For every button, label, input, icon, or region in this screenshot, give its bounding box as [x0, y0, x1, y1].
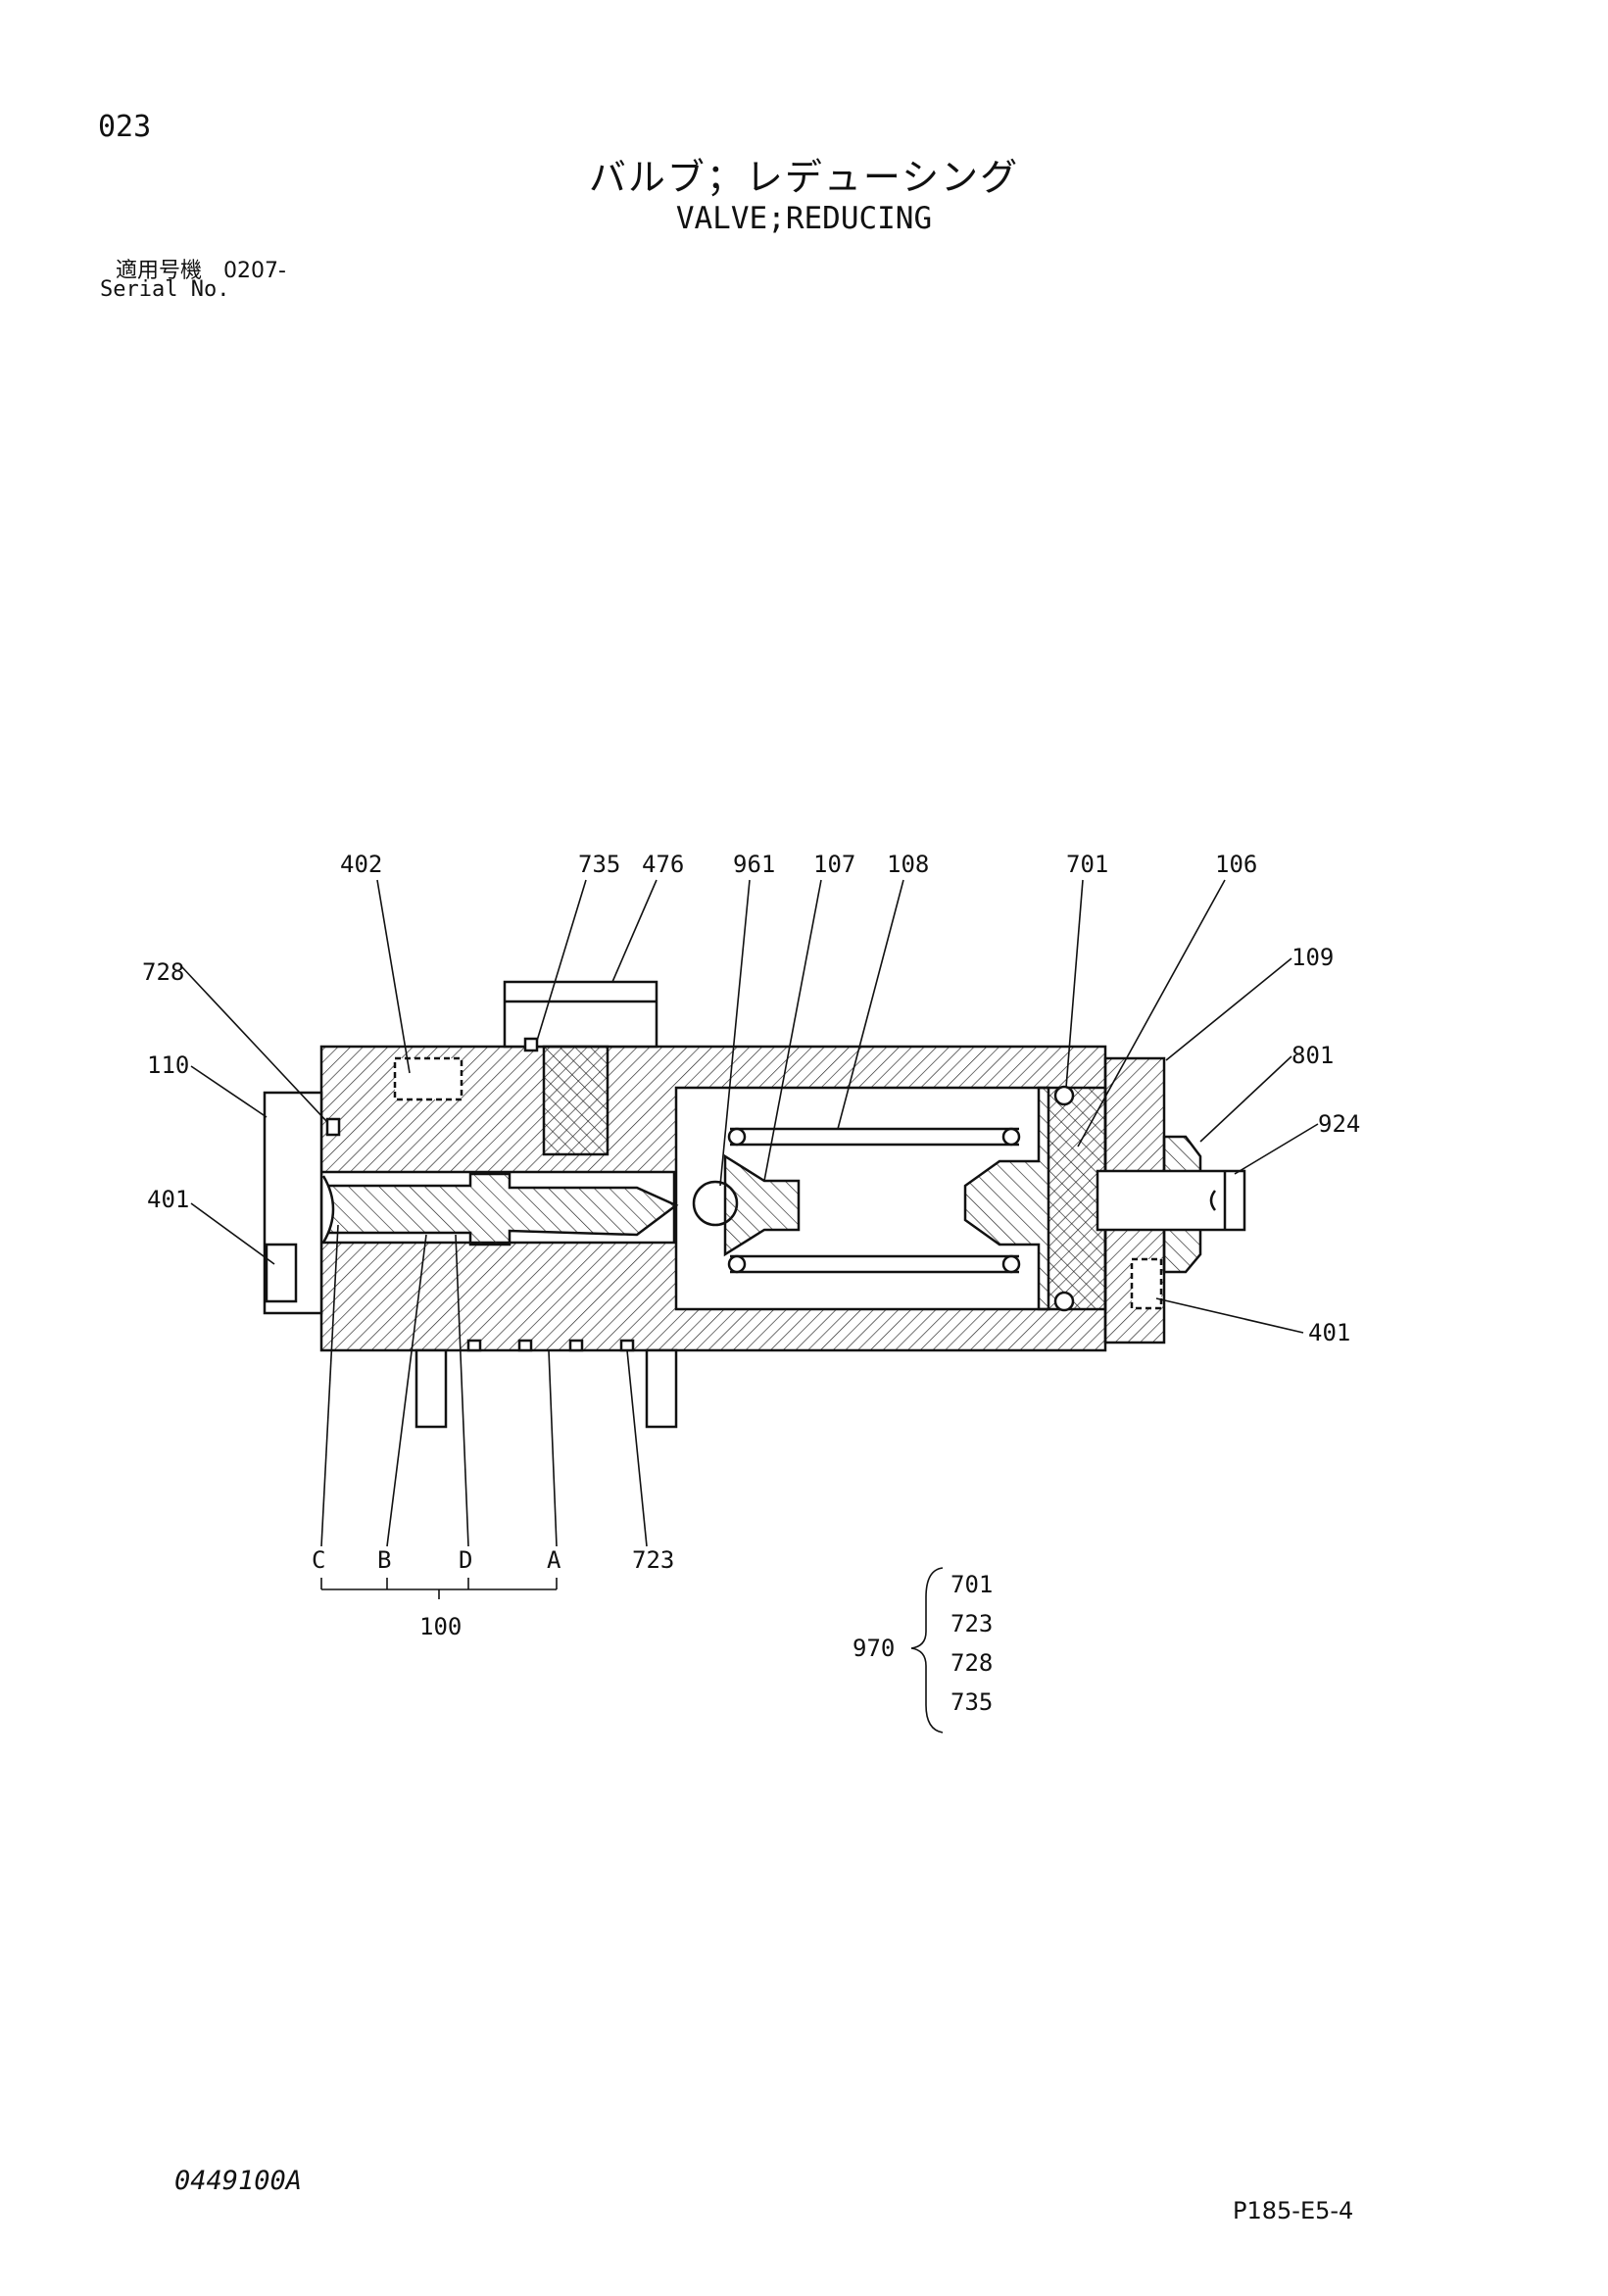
part-label-728: 728 — [142, 958, 184, 986]
part-label-109: 109 — [1291, 944, 1334, 971]
part-label-801: 801 — [1291, 1042, 1334, 1069]
page-title-english: VALVE;REDUCING — [675, 201, 933, 236]
part-label-401-right: 401 — [1308, 1319, 1350, 1346]
valve-body — [263, 980, 1246, 1429]
part-label-110: 110 — [147, 1051, 189, 1079]
part-label-402: 402 — [340, 851, 382, 878]
serial-label-english: Serial No. — [100, 277, 230, 302]
part-label-401-left: 401 — [147, 1186, 189, 1213]
page-number: 023 — [98, 110, 152, 144]
leader-lines — [180, 879, 1319, 1734]
kit-item: 701 — [950, 1571, 993, 1598]
kit-item: 728 — [950, 1649, 993, 1677]
part-label-108: 108 — [887, 851, 929, 878]
part-label-107: 107 — [813, 851, 855, 878]
part-label-100: 100 — [419, 1613, 462, 1640]
kit-item: 723 — [950, 1610, 993, 1637]
part-label-a: A — [547, 1546, 561, 1574]
seal-kit-list: 970 701 723 728 735 — [853, 1571, 993, 1716]
part-label-701: 701 — [1066, 851, 1108, 878]
page-title-japanese: バルブ；レデューシング — [588, 156, 1020, 199]
part-label-b: B — [377, 1546, 391, 1574]
part-label-476: 476 — [642, 851, 684, 878]
document-code: 0449100A — [174, 2166, 303, 2196]
part-label-106: 106 — [1215, 851, 1257, 878]
kit-item: 735 — [950, 1688, 993, 1716]
page-reference: P185-E5-4 — [1233, 2197, 1354, 2224]
part-label-961: 961 — [733, 851, 775, 878]
part-label-924: 924 — [1318, 1110, 1360, 1138]
part-label-723: 723 — [632, 1546, 674, 1574]
kit-label-970: 970 — [853, 1635, 895, 1662]
serial-label-japanese: 適用号機 0207- — [116, 259, 286, 283]
part-label-d: D — [459, 1546, 472, 1574]
part-label-735: 735 — [578, 851, 620, 878]
part-label-c: C — [312, 1546, 325, 1574]
part-labels: 402 735 476 961 107 108 701 106 728 109 … — [142, 851, 1360, 1640]
